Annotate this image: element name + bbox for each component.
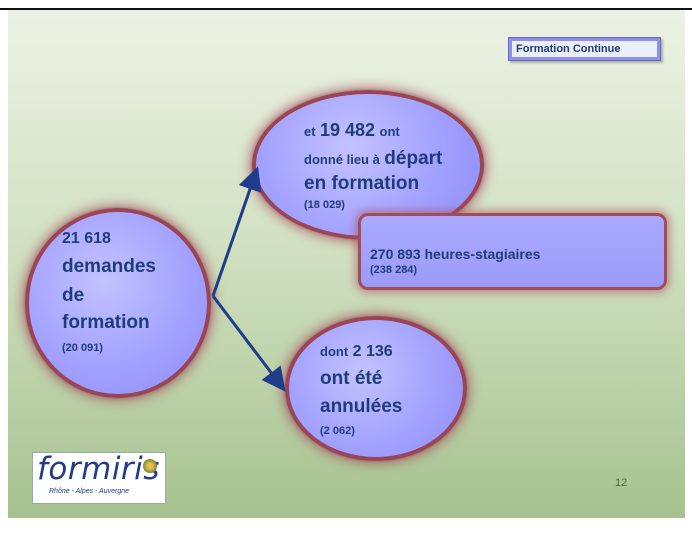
demandes-previous: (20 091) bbox=[62, 342, 103, 354]
heures-stagiaires-previous: (238 284) bbox=[370, 264, 418, 276]
logo-mark-icon bbox=[143, 459, 157, 473]
formiris-logo: formiris Rhône - Alpes - Auvergne bbox=[32, 451, 166, 504]
demandes-label-3: formation bbox=[62, 312, 150, 333]
depart-line-3: en formation bbox=[304, 173, 420, 194]
annulees-line-1: dont 2 136 bbox=[320, 343, 393, 361]
arrow-to-annulees bbox=[211, 295, 286, 392]
demandes-label-1: demandes bbox=[62, 256, 156, 277]
annulees-bubble bbox=[285, 316, 467, 461]
top-rule bbox=[0, 8, 692, 10]
annulees-line-3: annulées bbox=[320, 396, 403, 417]
page-number: 12 bbox=[615, 477, 628, 489]
annulees-prefix: dont bbox=[320, 344, 349, 359]
formation-continue-tag: Formation Continue bbox=[508, 37, 661, 61]
heures-stagiaires-box bbox=[358, 213, 667, 290]
depart-text-b: départ bbox=[384, 148, 443, 169]
logo-subtitle: Rhône - Alpes - Auvergne bbox=[49, 488, 130, 495]
tag-label: Formation Continue bbox=[512, 41, 657, 57]
depart-text-a: donné lieu à bbox=[304, 152, 380, 167]
depart-line-1: et 19 482 ont bbox=[304, 120, 400, 141]
heures-stagiaires-value: 270 893 heures-stagiaires bbox=[370, 246, 541, 262]
demandes-bubble bbox=[25, 208, 211, 398]
depart-number: 19 482 bbox=[320, 120, 376, 140]
depart-prefix: et bbox=[304, 124, 316, 139]
logo-word: formiris bbox=[37, 451, 160, 487]
depart-previous: (18 029) bbox=[304, 199, 345, 211]
depart-line-2: donné lieu à départ bbox=[304, 148, 442, 170]
annulees-number: 2 136 bbox=[352, 343, 393, 360]
demandes-number: 21 618 bbox=[62, 230, 111, 247]
depart-suffix: ont bbox=[379, 124, 400, 139]
annulees-previous: (2 062) bbox=[320, 425, 355, 437]
demandes-label-2: de bbox=[62, 285, 85, 306]
annulees-line-2: ont été bbox=[320, 368, 383, 389]
arrow-to-depart bbox=[211, 166, 262, 297]
